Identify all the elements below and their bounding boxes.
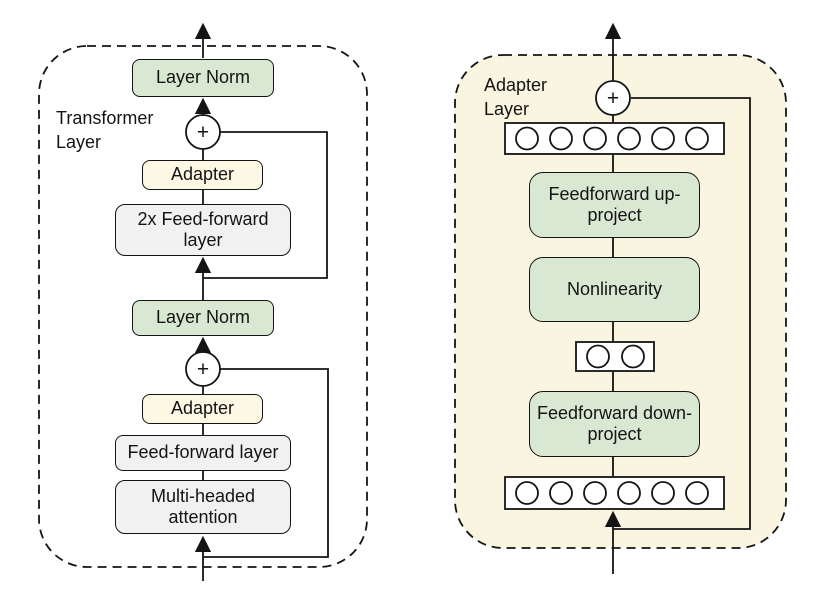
right-plus-label: + <box>607 87 619 110</box>
left-plus-bottom-label: + <box>197 358 209 381</box>
right-plus-circle <box>595 80 631 116</box>
unit-circle <box>586 344 610 369</box>
left-plus-bottom-circle <box>185 351 221 387</box>
unit-circle <box>621 344 645 369</box>
adapter-layer-label: Adapter Layer <box>484 75 548 120</box>
feedforward-down-project-box: Feedforward down-project <box>529 391 700 457</box>
feedforward-2x-box: 2x Feed-forward layer <box>115 204 291 256</box>
left-bottom-skip-connection <box>203 368 329 558</box>
unit-circle <box>583 481 607 505</box>
left-plus-top-label: + <box>197 121 209 144</box>
transformer-layer-label: Transformer Layer <box>56 108 154 153</box>
layer-norm-bottom-box: Layer Norm <box>132 300 274 336</box>
unit-circle <box>617 481 641 505</box>
unit-circle <box>685 481 709 505</box>
nonlinearity-box: Nonlinearity <box>529 257 700 322</box>
layer-norm-top-box: Layer Norm <box>132 59 274 97</box>
unit-circle <box>651 481 675 505</box>
unit-circle <box>685 126 709 151</box>
multi-headed-attention-box: Multi-headed attention <box>115 480 291 534</box>
unit-circle <box>583 126 607 151</box>
unit-circle <box>515 481 539 505</box>
feedforward-up-project-box: Feedforward up-project <box>529 172 700 238</box>
unit-circle <box>617 126 641 151</box>
left-top-skip-connection <box>203 131 328 279</box>
right-skip-connection <box>613 97 751 530</box>
adapter-bottom-box: Adapter <box>142 394 263 424</box>
adapter-top-box: Adapter <box>142 160 263 190</box>
unit-circle <box>651 126 675 151</box>
unit-circle <box>549 481 573 505</box>
feedforward-layer-box: Feed-forward layer <box>115 435 291 471</box>
left-plus-top-circle <box>185 114 221 150</box>
unit-circle <box>549 126 573 151</box>
unit-circle <box>515 126 539 151</box>
